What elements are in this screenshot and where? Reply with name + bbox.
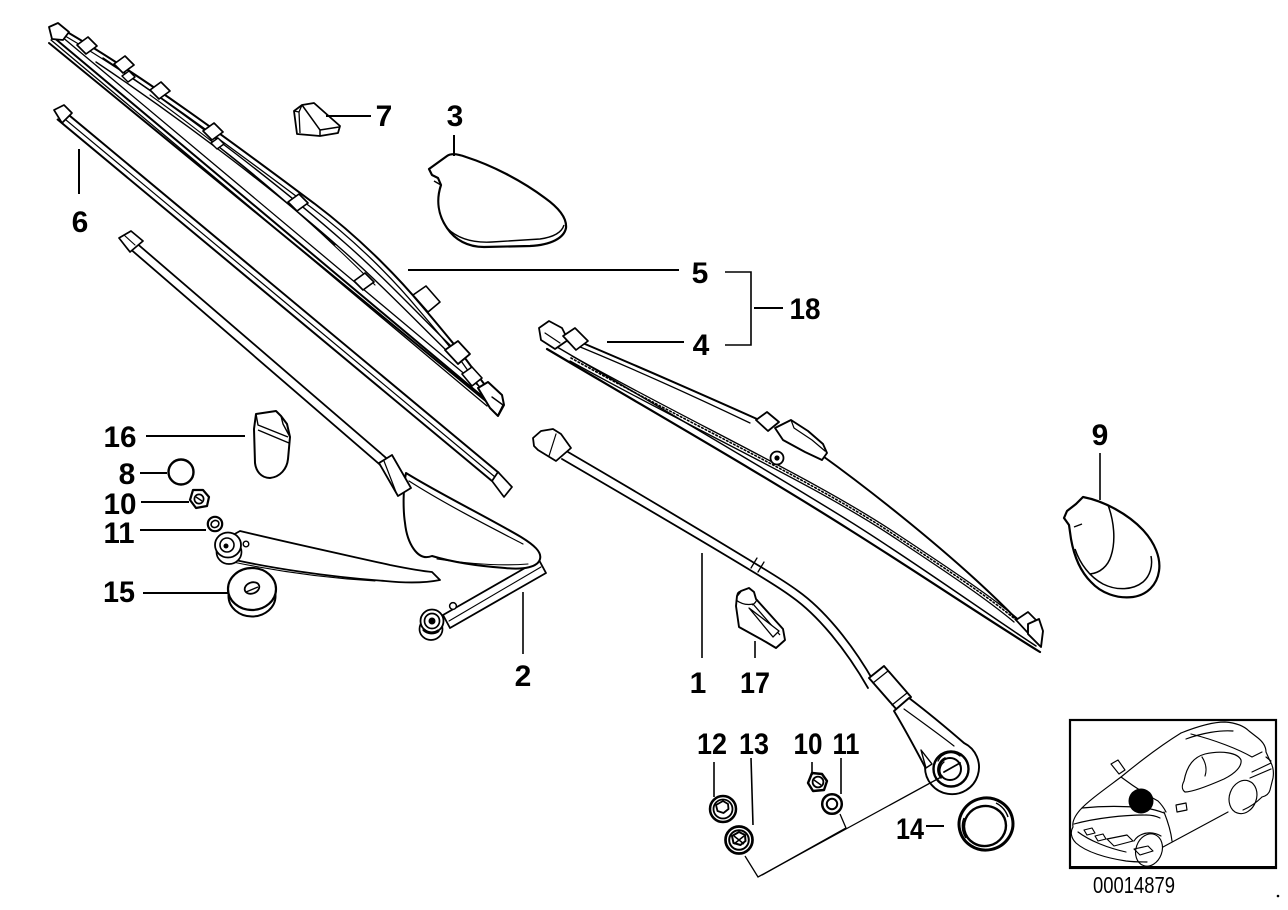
svg-text:17: 17 [740, 667, 770, 700]
svg-text:10: 10 [794, 728, 823, 761]
svg-text:00014879: 00014879 [1093, 872, 1175, 898]
svg-text:1: 1 [690, 667, 707, 700]
svg-text:2: 2 [515, 660, 532, 693]
svg-text:15: 15 [103, 576, 135, 609]
svg-text:5: 5 [692, 257, 709, 290]
svg-text:11: 11 [833, 728, 860, 761]
svg-text:7: 7 [376, 100, 393, 133]
svg-text:12: 12 [697, 728, 727, 761]
svg-text:14: 14 [896, 813, 924, 846]
svg-text:8: 8 [119, 458, 136, 491]
svg-text:6: 6 [72, 206, 89, 239]
svg-text:16: 16 [104, 421, 137, 454]
svg-text:3: 3 [447, 100, 464, 133]
svg-text:13: 13 [739, 728, 769, 761]
svg-text:11: 11 [104, 517, 135, 550]
svg-text:18: 18 [790, 293, 821, 326]
svg-text:10: 10 [104, 488, 137, 521]
svg-text:4: 4 [693, 329, 710, 362]
svg-text:9: 9 [1092, 419, 1109, 452]
